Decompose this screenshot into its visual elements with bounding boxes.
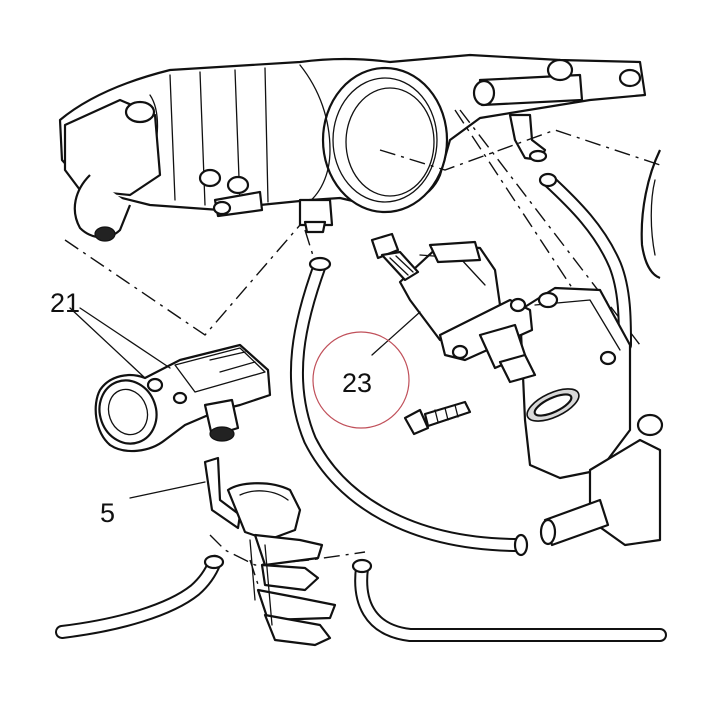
callout-5: 5 xyxy=(100,498,115,528)
sensor-part-21 xyxy=(94,343,272,453)
callout-21: 21 xyxy=(50,288,80,318)
callout-highlight-circle xyxy=(312,331,410,429)
hoses xyxy=(55,172,667,642)
valve-part-23 xyxy=(370,232,664,547)
throttle-body-assembly xyxy=(58,53,647,242)
callout-23: 23 xyxy=(342,368,372,398)
bracket-part-5 xyxy=(203,456,337,647)
leader-lines xyxy=(69,307,421,499)
